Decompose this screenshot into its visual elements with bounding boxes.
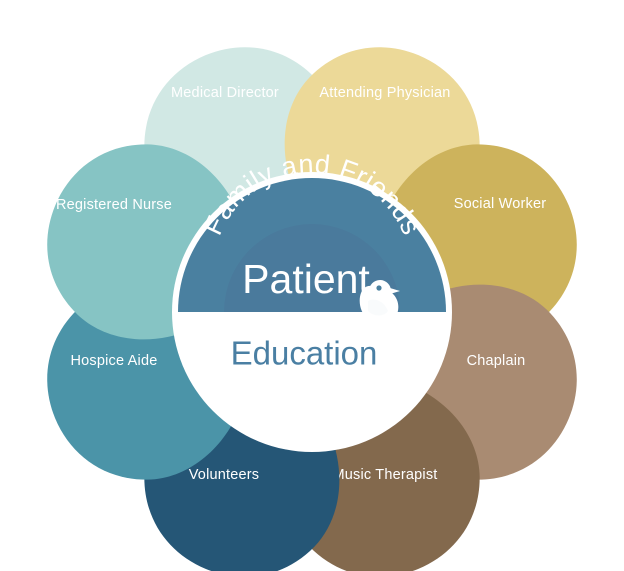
petal-volunteers[interactable]: Volunteers	[115, 342, 375, 571]
center-circle-group: Family and Friends Patient Education	[172, 149, 452, 452]
bird-head	[369, 280, 391, 302]
petal-label-chaplain: Chaplain	[467, 353, 526, 369]
petal-label-volunteers: Volunteers	[189, 467, 260, 483]
bird-icon	[359, 280, 430, 341]
center-inner-ring	[224, 224, 400, 312]
center-bottom-text: Education	[231, 335, 378, 372]
petal-label-music-therapist: Music Therapist	[332, 467, 437, 483]
petal-label-registered-nurse: Registered Nurse	[56, 197, 172, 213]
petal-social-worker[interactable]: Social Worker	[342, 115, 607, 375]
center-main-text: Patient	[242, 256, 370, 302]
bird-eye	[376, 285, 382, 291]
bird-beak	[390, 288, 400, 294]
petal-label-medical-director: Medical Director	[171, 85, 279, 101]
bird-feet	[364, 317, 378, 331]
petal-registered-nurse[interactable]: Registered Nurse	[17, 115, 282, 375]
petal-medical-director[interactable]: Medical Director	[115, 17, 375, 282]
petal-attending-physician[interactable]: Attending Physician	[249, 17, 509, 282]
petal-label-attending-physician: Attending Physician	[319, 85, 450, 101]
petal-hospice-aide[interactable]: Hospice Aide	[17, 249, 282, 509]
petal-chaplain[interactable]: Chaplain	[342, 249, 607, 509]
bird-wing	[368, 299, 388, 316]
petal-label-social-worker: Social Worker	[454, 196, 547, 212]
petals-group: Medical Director Attending Physician Soc…	[17, 17, 607, 571]
petal-label-hospice-aide: Hospice Aide	[70, 353, 157, 369]
petal-music-therapist[interactable]: Music Therapist	[249, 342, 509, 571]
